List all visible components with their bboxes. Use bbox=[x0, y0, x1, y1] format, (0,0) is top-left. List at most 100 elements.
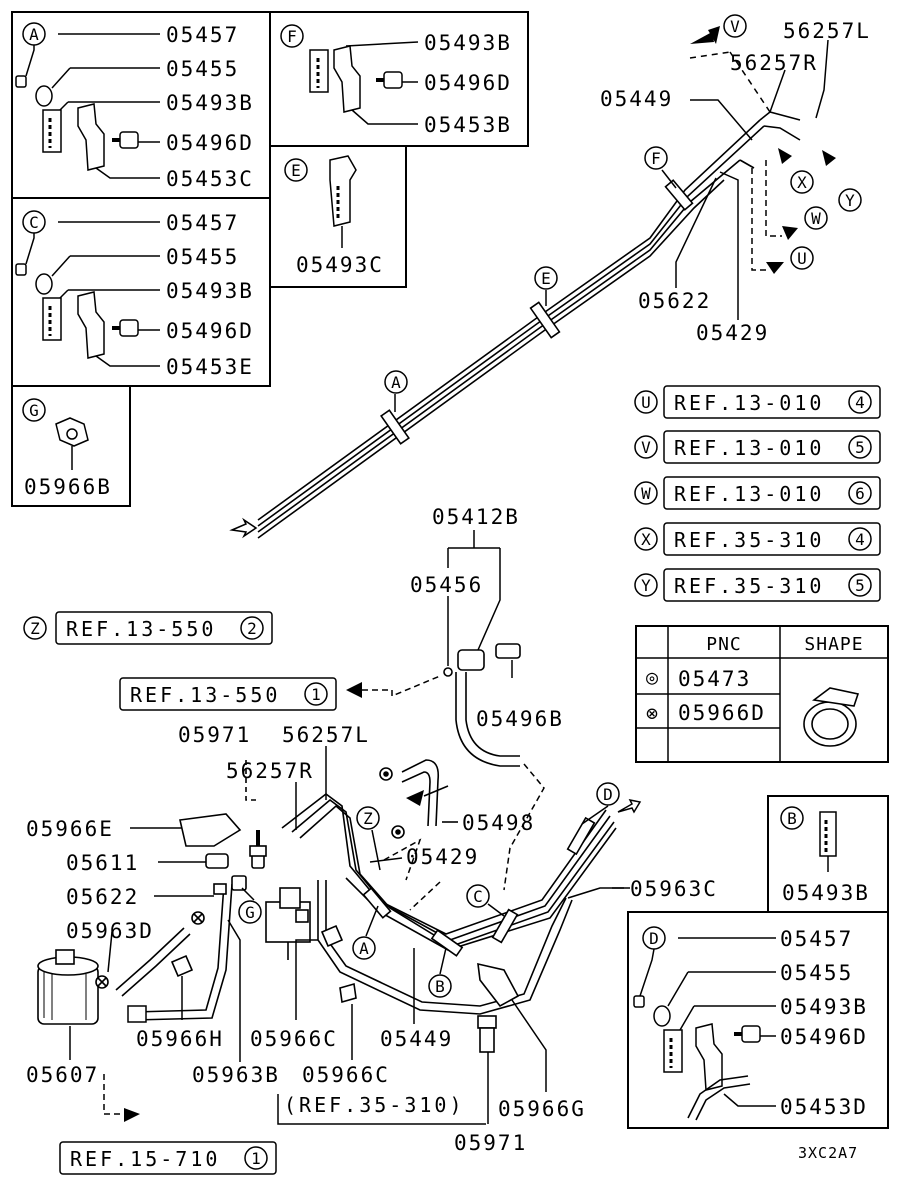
reference-row-w-num: 6 bbox=[855, 484, 865, 503]
callout-e-upper: E bbox=[541, 269, 551, 288]
hose-05412b-leaders bbox=[447, 530, 545, 891]
box-c-part-2: 05455 bbox=[166, 245, 239, 269]
box-e-letter: E bbox=[291, 161, 301, 180]
label-05622-lower: 05622 bbox=[66, 885, 139, 909]
ref-mid-text: REF.13-550 bbox=[130, 683, 280, 707]
reference-row-y-text: REF.35-310 bbox=[674, 574, 824, 598]
callout-z-lower: Z bbox=[363, 809, 373, 828]
box-d-part-4: 05496D bbox=[780, 1025, 868, 1049]
callout-g-lower: G bbox=[245, 903, 255, 922]
box-f-part-2: 05496D bbox=[424, 71, 512, 95]
callout-x-upper: X bbox=[797, 173, 807, 192]
callout-w-upper: W bbox=[811, 209, 821, 228]
reference-list: U REF.13-010 4 V REF.13-010 5 W REF.13-0… bbox=[634, 385, 881, 602]
label-05429-upper: 05429 bbox=[696, 321, 769, 345]
ref-bottom-arrow-icon bbox=[124, 1108, 140, 1122]
box-d-part-5: 05453D bbox=[780, 1095, 868, 1119]
box-g-letter: G bbox=[29, 401, 39, 420]
diagram-code: 3XC2A7 bbox=[798, 1144, 858, 1162]
detail-box-g: G 05966B bbox=[22, 398, 110, 499]
label-05971-upper: 05971 bbox=[178, 723, 251, 747]
reference-row-v-letter: V bbox=[641, 438, 651, 457]
clamp-05966c bbox=[320, 924, 357, 1004]
reference-row-x: X REF.35-310 4 bbox=[634, 522, 881, 556]
lower-callout-circles bbox=[238, 782, 620, 998]
ref-35-310-label: (REF.35-310) bbox=[284, 1093, 465, 1117]
reference-row-v-text: REF.13-010 bbox=[674, 436, 824, 460]
detail-box-e: E 05493C bbox=[284, 155, 382, 277]
ref-z-text: REF.13-550 bbox=[66, 617, 216, 641]
label-05456: 05456 bbox=[410, 573, 483, 597]
bolt-05971-lower bbox=[477, 1015, 497, 1053]
box-f-letter: F bbox=[287, 27, 297, 46]
upper-leader-lines bbox=[394, 39, 829, 412]
bolt-05971-upper bbox=[245, 760, 267, 857]
detail-boxes-frame bbox=[11, 11, 529, 507]
box-d-letter: D bbox=[649, 929, 659, 948]
box-d-part-3: 05493B bbox=[780, 995, 868, 1019]
reference-row-u: U REF.13-010 4 bbox=[634, 385, 881, 419]
reference-row-u-text: REF.13-010 bbox=[674, 391, 824, 415]
pnc-row-2-symbol: ⊗ bbox=[646, 701, 658, 725]
hose-end-fitting bbox=[127, 1005, 147, 1023]
callout-y-upper: Y bbox=[845, 191, 855, 210]
ref-bottom-row: REF.15-710 1 bbox=[59, 1141, 277, 1175]
label-56257r-upper: 56257R bbox=[730, 51, 818, 75]
label-05449-lower: 05449 bbox=[380, 1027, 453, 1051]
lower-flow-arrow-icon bbox=[617, 798, 642, 814]
detail-box-c: C 05457 05455 05493B 05496D 05453E bbox=[15, 210, 254, 379]
lower-pipe-bundle bbox=[281, 792, 617, 951]
box-d-part-1: 05457 bbox=[780, 927, 853, 951]
ref-mid-row: REF.13-550 1 bbox=[119, 675, 441, 711]
pnc-row-1-value: 05473 bbox=[678, 667, 751, 691]
reference-row-y-num: 5 bbox=[855, 576, 865, 595]
hose-clamp-shape-icon bbox=[803, 687, 860, 747]
box-c-letter: C bbox=[29, 213, 39, 232]
label-05966c-2: 05966C bbox=[302, 1063, 390, 1087]
bracket-05966g bbox=[477, 962, 520, 1008]
detail-box-f: F 05493B 05496D 05453B bbox=[280, 24, 512, 137]
upper-direction-arrows bbox=[690, 26, 836, 274]
ref-z-num: 2 bbox=[247, 619, 257, 638]
label-05611: 05611 bbox=[66, 851, 139, 875]
callout-b-lower: B bbox=[435, 977, 445, 996]
reference-row-w-text: REF.13-010 bbox=[674, 482, 824, 506]
ref-z-row: Z REF.13-550 2 bbox=[23, 611, 273, 645]
ref-bottom-num: 1 bbox=[251, 1149, 261, 1168]
label-56257l-lower: 56257L bbox=[282, 723, 370, 747]
box-a-part-4: 05496D bbox=[166, 131, 254, 155]
label-05966e: 05966E bbox=[26, 817, 114, 841]
lower-clips bbox=[362, 816, 596, 957]
box-c-part-5: 05453E bbox=[166, 355, 254, 379]
detail-box-d: D 05457 05455 05493B 05496D 05453D bbox=[627, 911, 889, 1129]
lower-leader-lines bbox=[69, 746, 624, 1125]
box-b-letter: B bbox=[787, 809, 797, 828]
callout-c-lower: C bbox=[473, 887, 483, 906]
reference-row-y-letter: Y bbox=[641, 576, 651, 595]
shape-header: SHAPE bbox=[804, 634, 863, 655]
bracket-05966e bbox=[179, 813, 265, 895]
label-05496b: 05496B bbox=[476, 707, 564, 731]
label-05971-lower: 05971 bbox=[454, 1131, 527, 1155]
callout-d-lower: D bbox=[603, 785, 613, 804]
ref-bottom-text: REF.15-710 bbox=[70, 1147, 220, 1171]
box-b-part-1: 05493B bbox=[782, 881, 870, 905]
box-c-part-1: 05457 bbox=[166, 211, 239, 235]
z-arrow-icon bbox=[406, 790, 424, 806]
hose-05412b bbox=[443, 643, 521, 767]
pnc-table: PNC SHAPE ◎ 05473 ⊗ 05966D bbox=[635, 625, 889, 763]
pnc-row-1-symbol: ◎ bbox=[646, 665, 658, 689]
reference-row-y: Y REF.35-310 5 bbox=[634, 568, 881, 602]
pnc-header: PNC bbox=[706, 634, 742, 655]
box-d-part-2: 05455 bbox=[780, 961, 853, 985]
callout-a-lower: A bbox=[359, 939, 369, 958]
callout-f-upper: F bbox=[651, 149, 661, 168]
label-05449-upper: 05449 bbox=[600, 87, 673, 111]
clamp-05966h bbox=[170, 954, 194, 978]
label-56257r-lower: 56257R bbox=[226, 759, 314, 783]
box-c-part-4: 05496D bbox=[166, 319, 254, 343]
reference-row-v: V REF.13-010 5 bbox=[634, 430, 881, 464]
reference-row-x-num: 4 bbox=[855, 530, 865, 549]
label-05966c-1: 05966C bbox=[250, 1027, 338, 1051]
